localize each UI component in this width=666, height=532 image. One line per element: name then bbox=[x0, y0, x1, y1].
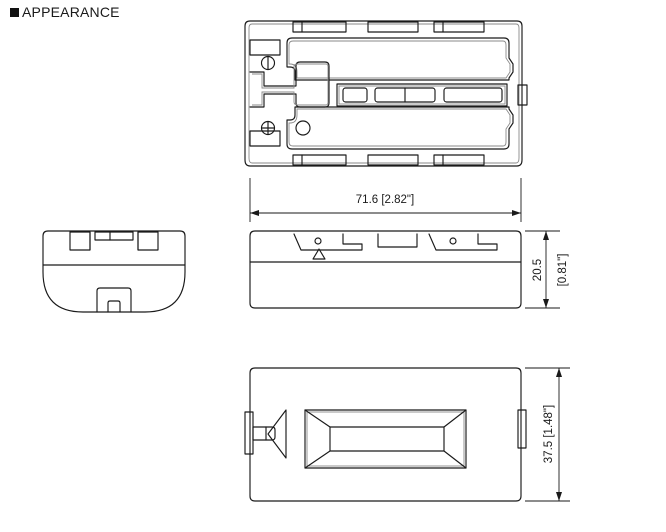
width-dimension-label: 71.6 [2.82"] bbox=[356, 194, 414, 206]
side-view bbox=[42, 230, 186, 313]
bottom-view bbox=[244, 367, 527, 502]
contact-terminal-3 bbox=[443, 87, 503, 103]
bottom-recess bbox=[304, 409, 467, 469]
top-view bbox=[244, 20, 528, 167]
height-arrow-top-icon bbox=[543, 231, 549, 240]
page-title: APPEARANCE bbox=[22, 4, 120, 20]
contact-housing bbox=[336, 83, 508, 107]
slotted-screw-icon bbox=[260, 55, 276, 71]
width-arrow-left-icon bbox=[250, 210, 259, 216]
bottom-right-tab bbox=[517, 409, 527, 449]
height-dimension-label-in: [0.81"] bbox=[557, 254, 569, 287]
depth-arrow-top-icon bbox=[556, 368, 562, 377]
contact-terminal-1 bbox=[342, 87, 368, 103]
section-header: APPEARANCE bbox=[10, 4, 120, 20]
width-arrow-right-icon bbox=[512, 210, 521, 216]
polarity-triangle-icon bbox=[312, 248, 326, 260]
filled-square-bullet-icon bbox=[10, 7, 19, 17]
front-latch-right bbox=[428, 233, 498, 251]
side-tab-left bbox=[69, 231, 91, 251]
latch-hole-left-icon bbox=[314, 237, 322, 245]
bottom-left-flange bbox=[244, 411, 254, 455]
depth-arrow-bottom-icon bbox=[556, 492, 562, 501]
side-bottom-boss bbox=[96, 287, 132, 313]
dimension-depth: 37.5 [1.48"] bbox=[525, 367, 570, 502]
front-view bbox=[249, 230, 522, 309]
front-center-slot bbox=[377, 233, 418, 248]
dimension-height: 20.5 [0.81"] bbox=[525, 230, 569, 309]
left-lower-notch bbox=[249, 130, 281, 147]
side-bottom-notch bbox=[107, 300, 121, 313]
latch-hole-right-icon bbox=[449, 237, 457, 245]
side-center-slot bbox=[94, 231, 134, 241]
phillips-screw-icon bbox=[260, 120, 276, 136]
depth-dimension-label: 37.5 [1.48"] bbox=[543, 405, 555, 463]
height-arrow-bottom-icon bbox=[543, 299, 549, 308]
direction-arrow-icon bbox=[267, 409, 287, 459]
height-dimension-label-mm: 20.5 bbox=[532, 259, 544, 281]
dimension-width: 71.6 [2.82"] bbox=[249, 178, 522, 222]
top-edge-slots bbox=[292, 21, 485, 33]
bottom-edge-slots bbox=[292, 154, 485, 166]
left-upper-notch bbox=[249, 39, 281, 56]
right-edge-tab bbox=[517, 84, 528, 106]
pin-hole-circle-icon bbox=[295, 120, 311, 136]
front-latch-left bbox=[293, 233, 363, 260]
side-tab-right bbox=[137, 231, 159, 251]
